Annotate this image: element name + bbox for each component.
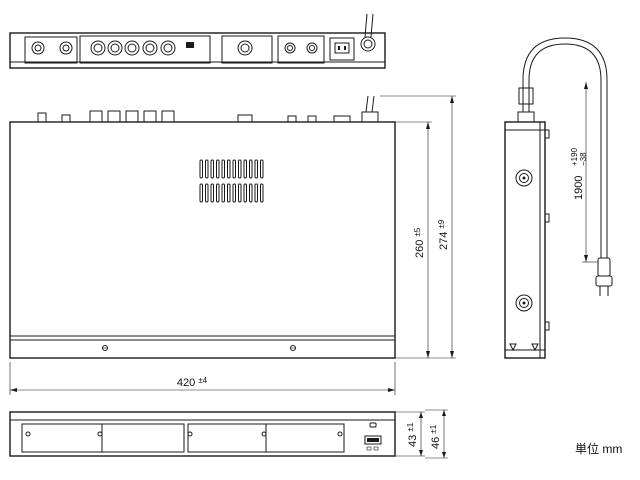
vent-slot — [249, 159, 253, 179]
height-outer-tolerance: ±1 — [429, 424, 438, 433]
side-connector — [515, 169, 533, 187]
screw — [337, 431, 343, 437]
svg-text:46 ±1: 46 ±1 — [429, 424, 442, 449]
svg-text:420 ±4: 420 ±4 — [177, 376, 208, 389]
power-plug — [595, 257, 613, 296]
vent-slot — [210, 159, 214, 179]
rear-connector — [160, 40, 176, 56]
rear-connector — [142, 40, 158, 56]
dimension-cord-length: 1900 +190 −38 — [570, 82, 598, 263]
rear-connector — [124, 40, 140, 56]
height-outer-value: 46 — [430, 437, 442, 449]
rear-panel-view — [9, 13, 386, 69]
svg-text:260 ±5: 260 ±5 — [413, 227, 426, 258]
dimension-width: 420 ±4 — [9, 362, 396, 395]
screw — [261, 431, 267, 437]
vent-slot — [199, 183, 203, 203]
svg-text:274 ±9: 274 ±9 — [437, 219, 450, 250]
screw — [187, 431, 193, 437]
rear-connector — [107, 40, 123, 56]
vent-slot — [227, 159, 231, 179]
vent-slot — [260, 183, 264, 203]
vent-slot — [238, 159, 242, 179]
vent-slot — [249, 183, 253, 203]
screw — [290, 345, 296, 351]
front-panel-view: ​ — [9, 411, 396, 457]
top-view — [9, 95, 396, 359]
height-inner-tolerance: ±1 — [406, 422, 415, 431]
rear-protrusions — [37, 95, 379, 123]
power-switch — [364, 435, 382, 451]
power-cord — [518, 37, 613, 296]
vent-slot — [232, 159, 236, 179]
vent-slot — [260, 159, 264, 179]
ventilation-slots — [199, 159, 264, 203]
vent-slot — [227, 183, 231, 203]
rear-connector — [59, 41, 73, 55]
svg-text:1900: 1900 — [573, 176, 585, 200]
screw — [97, 431, 103, 437]
rear-connector — [237, 40, 253, 56]
unit-note: 単位 mm — [575, 442, 623, 456]
vent-slot — [232, 183, 236, 203]
rear-connector — [284, 42, 296, 54]
width-tolerance: ±4 — [198, 376, 207, 385]
vent-slot — [199, 159, 203, 179]
dimension-depth-inner: 260 ±5 — [395, 121, 432, 359]
vent-slot — [243, 159, 247, 179]
cord-length-tolerance-minus: −38 — [579, 152, 588, 166]
vent-slot — [254, 183, 258, 203]
depth-outer-tolerance: ±9 — [437, 219, 446, 228]
side-view: 1900 +190 −38 — [504, 37, 613, 359]
vent-slot — [205, 159, 209, 179]
rear-connector — [90, 40, 106, 56]
dimension-height-outer: 46 ±1 — [425, 409, 448, 459]
rear-connector — [306, 42, 318, 54]
svg-text:43 ±1: 43 ±1 — [406, 422, 419, 447]
cord-length-tolerance-plus: +190 — [570, 147, 579, 166]
vent-slot — [221, 159, 225, 179]
dimension-height-inner: 43 ±1 — [395, 411, 425, 457]
side-connector — [515, 294, 533, 312]
height-inner-value: 43 — [407, 435, 419, 447]
depth-outer-value: 274 — [438, 232, 450, 250]
vent-slot — [221, 183, 225, 203]
depth-inner-value: 260 — [414, 240, 426, 258]
dimension-depth-outer: 274 ±9 — [380, 95, 456, 359]
vent-slot — [205, 183, 209, 203]
depth-inner-tolerance: ±5 — [413, 227, 422, 236]
vent-slot — [210, 183, 214, 203]
width-value: 420 — [177, 377, 195, 389]
cord-length-value: 1900 — [573, 176, 585, 200]
vent-slot — [254, 159, 258, 179]
rear-connector — [31, 41, 45, 55]
vent-slot — [216, 183, 220, 203]
screw — [25, 431, 31, 437]
screw — [102, 345, 108, 351]
vent-slot — [216, 159, 220, 179]
power-led — [369, 422, 377, 428]
vent-slot — [238, 183, 242, 203]
vent-slot — [243, 183, 247, 203]
